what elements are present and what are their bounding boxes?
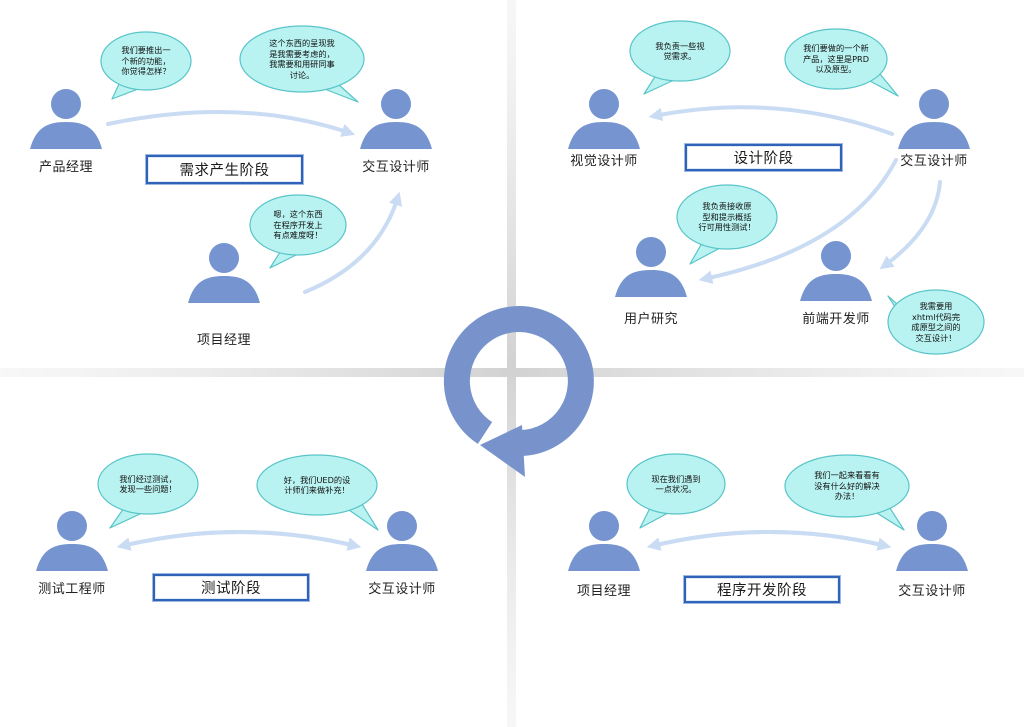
person-icon	[36, 511, 108, 571]
person-icon	[360, 89, 432, 149]
arrow-dev-bidirectional	[646, 530, 892, 551]
flow-arrows	[106, 105, 942, 551]
speech-bubble	[676, 184, 778, 265]
bubble-line: 有点难度呀！	[273, 230, 323, 241]
speech-bubble	[784, 454, 910, 531]
speech-bubble	[249, 194, 347, 269]
person-icon	[30, 89, 102, 149]
stage-box-design: 设计阶段	[685, 144, 842, 171]
person-label: 视觉设计师	[570, 154, 638, 169]
bubble-line: 型和提示概括	[702, 211, 752, 222]
person-label: 前端开发师	[802, 312, 870, 327]
person-icon	[615, 237, 687, 297]
speech-bubble	[887, 289, 985, 355]
person-label: 项目经理	[196, 333, 252, 348]
bubble-text: 我们要推出一个新的功能，你觉得怎样？	[101, 32, 191, 90]
bubble-line: 一点状况。	[655, 484, 697, 494]
bubble-text: 嗯，这个东西在程序开发上有点难度呀！	[250, 195, 346, 255]
speech-bubble	[784, 28, 899, 97]
arrow-pm-to-ixd	[106, 109, 356, 137]
person-icon	[568, 89, 640, 149]
speech-bubble	[626, 453, 726, 529]
bubble-line: 产品，这里是PRD	[802, 53, 870, 64]
bubble-line: xhtml代码完	[911, 311, 961, 322]
person-label: 用户研究	[623, 312, 679, 327]
person-icon	[800, 241, 872, 301]
speech-bubbles	[97, 20, 985, 531]
bubble-line: 办法！	[834, 491, 860, 502]
bubble-line: 觉需求。	[663, 51, 697, 61]
stage-title: 程序开发阶段	[717, 583, 807, 599]
person-icon	[188, 243, 260, 303]
bubble-line: 我负责一些视	[655, 40, 705, 51]
bubble-line: 嗯，这个东西	[273, 209, 323, 220]
speech-bubble	[239, 25, 365, 103]
bubble-line: 这个东西的呈现我	[269, 38, 335, 48]
person-label: 产品经理	[38, 160, 94, 175]
person-icon	[898, 89, 970, 149]
stage-box-testing: 测试阶段	[153, 574, 309, 601]
stage-title: 测试阶段	[201, 581, 261, 597]
person-icon	[896, 511, 968, 571]
bubble-text: 我们经过测试，发现一些问题！	[98, 454, 198, 514]
arrow-test-bidirectional	[116, 530, 362, 551]
person-label: 测试工程师	[38, 582, 106, 597]
bubble-line: 现在我们遇到	[651, 473, 701, 484]
bubble-line: 我负责接收原	[702, 201, 752, 212]
person-icon	[568, 511, 640, 571]
person-icon	[366, 511, 438, 571]
bubble-line: 我们要做的一个新	[803, 43, 869, 54]
stage-title: 需求产生阶段	[179, 163, 270, 179]
stage-box-requirement: 需求产生阶段	[146, 155, 303, 184]
bubble-line: 交互设计！	[915, 332, 957, 343]
bubble-text: 我负责接收原型和提示概括行可用性测试！	[677, 185, 777, 249]
bubble-line: 你觉得怎样？	[121, 66, 171, 77]
bubble-line: 是我需要考虑的，	[269, 48, 335, 59]
arrow-ixd-to-research	[698, 158, 898, 284]
speech-bubble	[256, 454, 379, 531]
bubble-line: 我们一起来看看有	[814, 470, 880, 481]
speech-bubble	[100, 31, 192, 100]
bubble-line: 个新的功能，	[121, 55, 171, 66]
bubble-line: 没有什么好的解决	[814, 480, 880, 491]
person-label: 交互设计师	[368, 582, 436, 597]
stage-box-development: 程序开发阶段	[684, 576, 840, 603]
bubble-line: 在程序开发上	[273, 219, 323, 230]
bubble-text: 我负责一些视觉需求。	[630, 21, 730, 81]
bubble-line: 发现一些问题！	[119, 484, 177, 494]
bubble-line: 行可用性测试！	[698, 222, 756, 233]
arrow-ixd-to-visual	[648, 105, 894, 136]
bubble-text: 这个东西的呈现我是我需要考虑的，我需要和用研同事讨论。	[240, 26, 364, 92]
bubble-line: 讨论。	[289, 69, 315, 80]
bubble-line: 我需要和用研同事	[269, 59, 335, 69]
arrow-ixd-to-frontend	[879, 180, 942, 270]
cycle-arrow-icon	[443, 306, 594, 477]
bubble-line: 成原型之间的	[911, 322, 961, 332]
bubble-line: 我们要推出一	[121, 45, 171, 56]
person-label: 交互设计师	[362, 160, 430, 175]
speech-bubble	[97, 453, 199, 529]
bubble-line: 我们经过测试，	[119, 473, 177, 484]
speech-bubble	[629, 20, 731, 95]
person-label: 交互设计师	[898, 584, 966, 599]
person-label: 项目经理	[576, 584, 632, 599]
bubble-text: 好，我们UED的设计师们来做补充！	[257, 455, 377, 515]
bubble-line: 好，我们UED的设	[283, 474, 351, 485]
stage-title: 设计阶段	[733, 151, 794, 167]
arrow-projmgr-to-ixd	[303, 191, 403, 294]
bubble-text: 我们一起来看看有没有什么好的解决办法！	[785, 455, 909, 517]
bubble-line: 以及原型。	[815, 64, 857, 75]
bubble-line: 计师们来做补充！	[284, 485, 350, 495]
person-label: 交互设计师	[900, 154, 968, 169]
people-layer	[30, 89, 970, 571]
bubble-line: 我需要用	[919, 301, 953, 311]
bubble-text: 现在我们遇到一点状况。	[627, 454, 725, 514]
vertical-divider	[507, 0, 516, 727]
